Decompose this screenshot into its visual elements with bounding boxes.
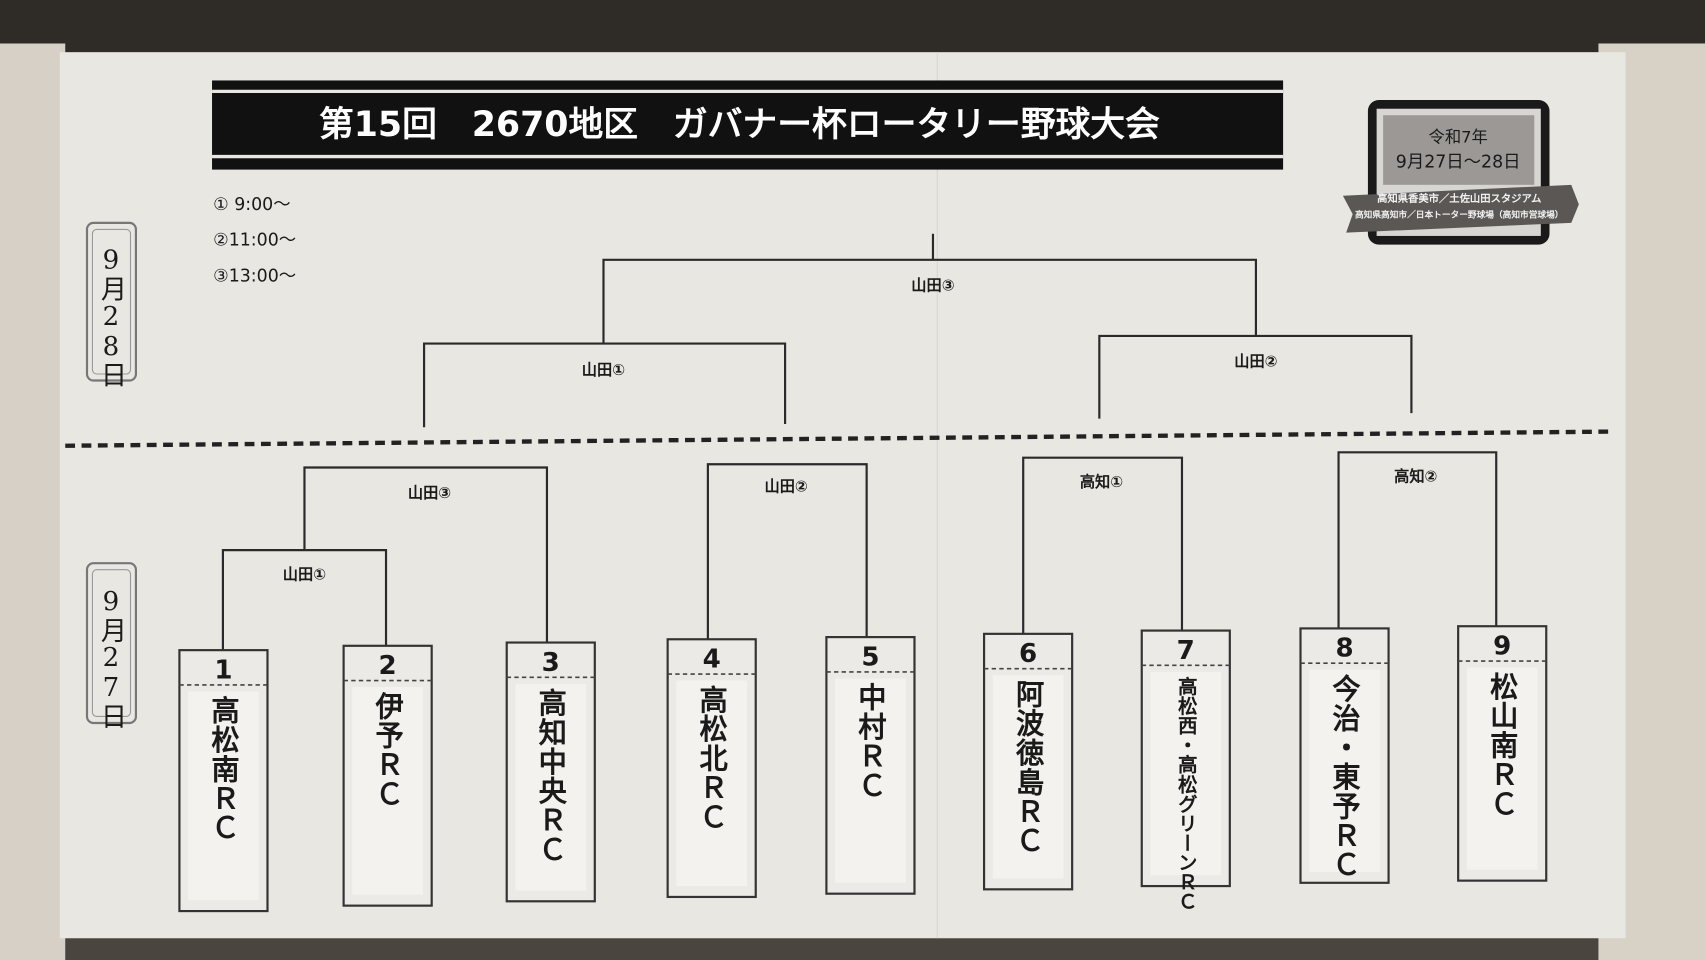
badge-venue-2: 高知県高知市／日本トーター野球場（高知市営球場）	[1355, 208, 1564, 220]
game-label-1: 山田①	[283, 565, 326, 583]
time-slot-2: ②11:00〜	[213, 231, 296, 251]
team-box: 5 中村ＲＣ	[825, 636, 916, 895]
team-name: 伊予ＲＣ	[371, 691, 404, 809]
team-number: 3	[542, 648, 560, 678]
team-name: 高松南ＲＣ	[207, 696, 240, 843]
name-sleeve	[188, 691, 259, 901]
team-name: 高松西・高松グリーンＲＣ	[1174, 675, 1197, 911]
time-slot-3: ③13:00〜	[213, 267, 296, 287]
team-box: 3 高知中央ＲＣ	[505, 641, 596, 903]
team-name: 今治・東予ＲＣ	[1328, 673, 1361, 880]
team-name: 高松北ＲＣ	[695, 685, 728, 832]
team-name: 中村ＲＣ	[854, 683, 887, 801]
team-box: 6 阿波徳島ＲＣ	[982, 632, 1074, 891]
semi-left-label: 山田①	[582, 361, 625, 379]
team-name: 松山南ＲＣ	[1486, 672, 1519, 819]
tournament-title: 第15回 2670地区 ガバナー杯ロータリー野球大会	[319, 105, 1160, 145]
team-boxes: 1 高松南ＲＣ 2 伊予ＲＣ 3 高知中央ＲＣ 4 高松北ＲＣ 5 中村ＲＣ 6 阿波徳島ＲＣ 7 高松西…	[178, 625, 1548, 913]
name-sleeve	[1150, 671, 1222, 876]
name-sleeve	[676, 680, 748, 887]
name-sleeve	[1466, 667, 1538, 870]
curtain	[0, 0, 1705, 53]
name-sleeve	[835, 678, 906, 883]
name-sleeve	[1309, 669, 1380, 872]
day-divider	[65, 429, 1610, 448]
game-label-4: 高知①	[1080, 473, 1123, 491]
team-number: 1	[214, 655, 232, 685]
team-number: 8	[1335, 634, 1353, 664]
svg-text:9月28日: 9月28日	[96, 246, 127, 388]
team-number: 4	[703, 645, 721, 675]
name-sleeve	[515, 683, 587, 891]
title-banner: 第15回 2670地区 ガバナー杯ロータリー野球大会	[212, 80, 1284, 170]
game-label-3: 山田②	[765, 477, 808, 495]
final-game-label: 山田③	[911, 276, 954, 294]
team-number: 7	[1177, 636, 1195, 666]
side-panel-left	[0, 43, 66, 960]
team-box: 1 高松南ＲＣ	[178, 649, 269, 913]
svg-text:9月27日: 9月27日	[96, 587, 127, 729]
team-name: 高知中央ＲＣ	[534, 688, 567, 864]
team-box: 8 今治・東予ＲＣ	[1299, 627, 1390, 884]
badge-era: 令和7年	[1429, 127, 1488, 146]
day1-bracket: 山田① 山田③ 山田② 高知① 高知②	[221, 451, 1498, 651]
team-number: 6	[1019, 639, 1037, 669]
day1-label: 9月27日	[85, 562, 138, 729]
day2-bracket: 山田③ 山田① 山田②	[422, 233, 1413, 428]
badge-dates: 9月27日〜28日	[1396, 152, 1521, 172]
team-box: 2 伊予ＲＣ	[342, 644, 433, 907]
time-slot-1: ① 9:00〜	[213, 195, 291, 215]
game-label-5: 高知②	[1394, 468, 1437, 486]
day2-label: 9月28日	[85, 221, 138, 388]
team-box: 7 高松西・高松グリーンＲＣ	[1140, 629, 1231, 911]
team-name: 阿波徳島ＲＣ	[1012, 680, 1045, 856]
team-number: 2	[379, 651, 397, 681]
name-sleeve	[992, 675, 1064, 879]
badge-venue-1: 高知県香美市／土佐山田スタジアム	[1377, 192, 1541, 205]
name-sleeve	[352, 687, 423, 895]
team-box: 4 高松北ＲＣ	[666, 638, 757, 899]
semi-right-label: 山田②	[1234, 352, 1277, 370]
team-number: 5	[861, 642, 879, 672]
team-box: 9 松山南ＲＣ	[1457, 625, 1548, 882]
team-number: 9	[1493, 631, 1511, 661]
date-venue-badge: 令和7年 9月27日〜28日 高知県香美市／土佐山田スタジアム 高知県高知市／日…	[1342, 100, 1579, 245]
game-label-2: 山田③	[408, 484, 451, 502]
